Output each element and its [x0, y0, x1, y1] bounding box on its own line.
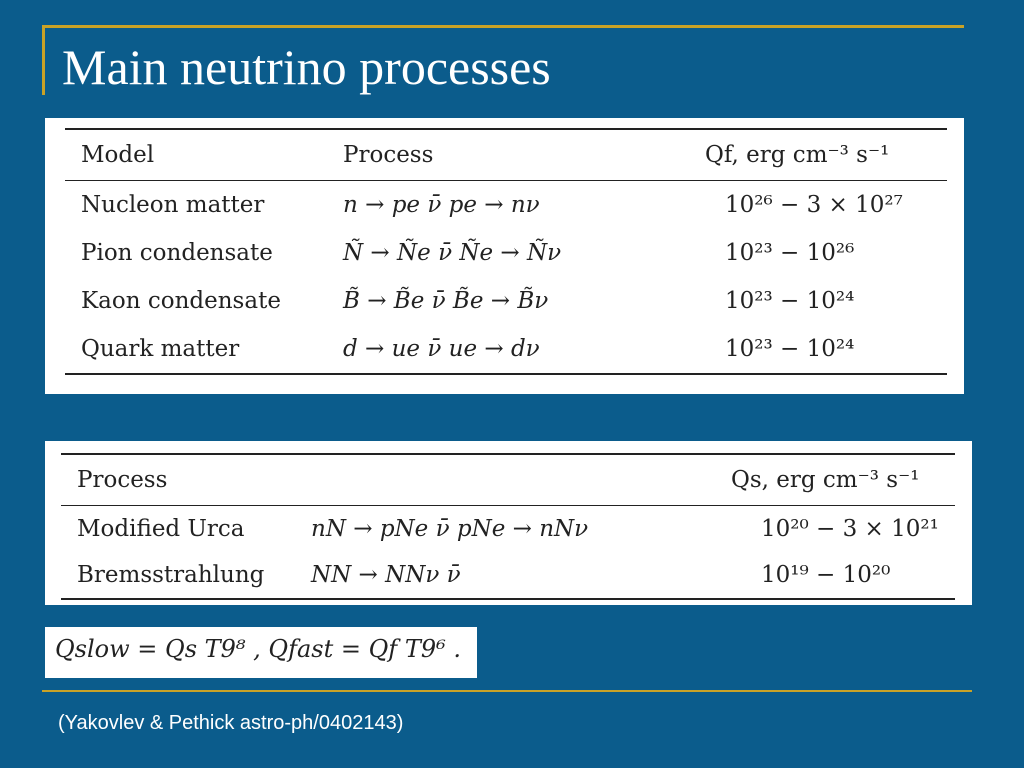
rate-cell: 10²³ − 10²⁴ — [703, 325, 947, 375]
fast-processes-panel: Model Process Qf, erg cm⁻³ s⁻¹ Nucleon m… — [45, 118, 964, 394]
name-cell: Modified Urca — [77, 516, 245, 542]
slide-title: Main neutrino processes — [62, 39, 551, 95]
emissivity-formula-panel: Qslow = Qs T9⁸ , Qfast = Qf T9⁶ . — [45, 627, 477, 678]
header-qs: Qs, erg cm⁻³ s⁻¹ — [731, 453, 955, 506]
rate-cell: 10²³ − 10²⁶ — [725, 240, 855, 266]
process-cell: Ñ → Ñe ν̄ Ñe → Ñν — [343, 240, 562, 266]
slow-processes-panel: Process Qs, erg cm⁻³ s⁻¹ Modified Urca n… — [45, 441, 972, 605]
title-rule-horizontal — [42, 25, 964, 28]
rate-cell: 10²⁰ − 3 × 10²¹ — [761, 516, 939, 542]
table-header-row: Process Qs, erg cm⁻³ s⁻¹ — [61, 453, 955, 506]
process-cell: d → ue ν̄ ue → dν — [343, 325, 703, 375]
slow-processes-table: Process Qs, erg cm⁻³ s⁻¹ Modified Urca n… — [61, 453, 955, 600]
model-cell: Nucleon matter — [81, 192, 265, 218]
table-row: Quark matter d → ue ν̄ ue → dν 10²³ − 10… — [65, 325, 947, 375]
table-row: Nucleon matter n → pe ν̄ pe → nν 10²⁶ − … — [65, 181, 947, 230]
model-cell: Quark matter — [65, 325, 343, 375]
emissivity-formula: Qslow = Qs T9⁸ , Qfast = Qf T9⁶ . — [55, 635, 461, 663]
rate-cell: 10²⁶ − 3 × 10²⁷ — [725, 192, 903, 218]
header-model: Model — [65, 128, 343, 181]
table-header-row: Model Process Qf, erg cm⁻³ s⁻¹ — [65, 128, 947, 181]
process-cell: nN → pNe ν̄ pNe → nNν — [311, 516, 589, 542]
rate-cell: 10¹⁹ − 10²⁰ — [731, 552, 955, 600]
model-cell: Kaon condensate — [81, 288, 281, 314]
table-row: Bremsstrahlung NN → NNν ν̄ 10¹⁹ − 10²⁰ — [61, 552, 955, 600]
header-empty — [311, 453, 731, 506]
table-row: Pion condensate Ñ → Ñe ν̄ Ñe → Ñν 10²³ −… — [65, 229, 947, 277]
process-cell: NN → NNν ν̄ — [311, 552, 731, 600]
table-row: Kaon condensate B̃ → B̃e ν̄ B̃e → B̃ν 10… — [65, 277, 947, 325]
header-qf: Qf, erg cm⁻³ s⁻¹ — [703, 128, 947, 181]
model-cell: Pion condensate — [81, 240, 273, 266]
table-row: Modified Urca nN → pNe ν̄ pNe → nNν 10²⁰… — [61, 506, 955, 553]
header-process: Process — [343, 128, 703, 181]
fast-processes-table: Model Process Qf, erg cm⁻³ s⁻¹ Nucleon m… — [65, 128, 947, 375]
bottom-rule — [42, 690, 972, 692]
title-rule-vertical — [42, 25, 45, 95]
process-cell: n → pe ν̄ pe → nν — [343, 192, 540, 218]
name-cell: Bremsstrahlung — [61, 552, 311, 600]
citation: (Yakovlev & Pethick astro-ph/0402143) — [58, 712, 404, 734]
header-process: Process — [61, 453, 311, 506]
process-cell: B̃ → B̃e ν̄ B̃e → B̃ν — [343, 288, 549, 314]
rate-cell: 10²³ − 10²⁴ — [725, 288, 855, 314]
